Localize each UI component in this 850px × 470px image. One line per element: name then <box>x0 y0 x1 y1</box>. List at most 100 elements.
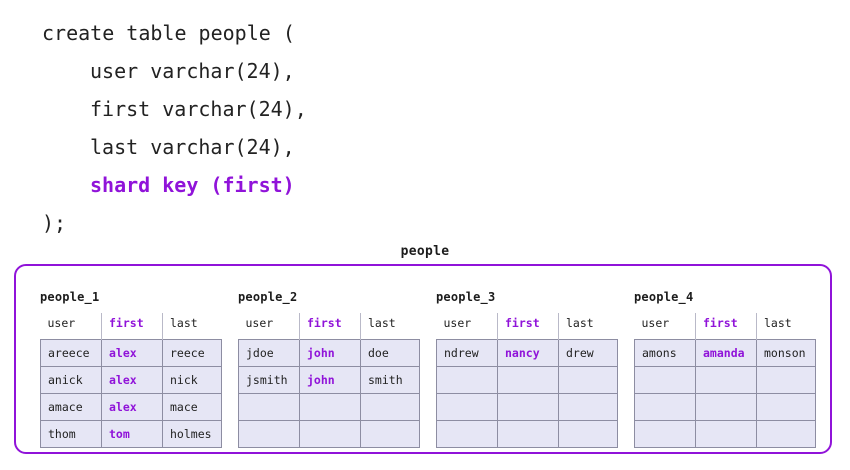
shard-title: people_3 <box>436 290 496 304</box>
column-header-user: user <box>436 313 498 340</box>
table-cell-first: alex <box>101 366 163 394</box>
sql-line-shard-key: shard key (first) <box>90 173 295 197</box>
table-cell-empty <box>695 420 757 448</box>
table-cell-first: alex <box>101 339 163 367</box>
table-row <box>436 393 618 421</box>
table-cell-empty <box>634 366 696 394</box>
table-row <box>238 393 420 421</box>
table-cell-empty <box>238 393 300 421</box>
sql-line: user varchar(24), <box>90 59 295 83</box>
table-cell-empty <box>436 420 498 448</box>
column-header-user: user <box>238 313 300 340</box>
table-cell-user: amons <box>634 339 696 367</box>
table-cell-empty <box>299 393 361 421</box>
table-cell-last: reece <box>162 339 222 367</box>
table-cell-empty <box>634 420 696 448</box>
column-header-last: last <box>368 316 396 330</box>
table-cell-empty <box>695 366 757 394</box>
table-cell-empty <box>497 420 559 448</box>
table-cell-first: nancy <box>497 339 559 367</box>
table-row <box>436 366 618 394</box>
table-cell-empty <box>756 393 816 421</box>
table-cell-user: jdoe <box>238 339 300 367</box>
table-row <box>238 420 420 448</box>
column-header-last: last <box>170 316 198 330</box>
sql-line: first varchar(24), <box>90 97 307 121</box>
table-cell-first: john <box>299 366 361 394</box>
table-cell-user: thom <box>40 420 102 448</box>
column-header-first: first <box>695 313 757 340</box>
table-cell-empty <box>558 366 618 394</box>
table-cell-empty <box>497 393 559 421</box>
shard-title: people_1 <box>40 290 100 304</box>
table-cell-first: john <box>299 339 361 367</box>
table-cell-last: holmes <box>162 420 222 448</box>
table-cell-empty <box>238 420 300 448</box>
column-header-first: first <box>101 313 163 340</box>
sql-line: ); <box>42 211 67 235</box>
table-row <box>634 420 816 448</box>
table-cell-empty <box>756 366 816 394</box>
table-cell-last: mace <box>162 393 222 421</box>
table-cell-first: alex <box>101 393 163 421</box>
table-cell-user: areece <box>40 339 102 367</box>
column-header-user: user <box>634 313 696 340</box>
table-cell-empty <box>695 393 757 421</box>
table-cell-last: smith <box>360 366 420 394</box>
shard-title: people_4 <box>634 290 694 304</box>
table-cell-empty <box>756 420 816 448</box>
table-cell-user: jsmith <box>238 366 300 394</box>
table-cell-empty <box>436 366 498 394</box>
sql-statement-block: create table people ( user varchar(24), fi… <box>42 14 802 242</box>
sql-line: create table people ( <box>42 21 295 45</box>
table-cell-empty <box>558 420 618 448</box>
column-header-last: last <box>566 316 594 330</box>
table-cell-user: anick <box>40 366 102 394</box>
table-cell-last: monson <box>756 339 816 367</box>
people-table-title: people <box>400 244 450 259</box>
table-cell-last: drew <box>558 339 618 367</box>
column-header-last: last <box>764 316 792 330</box>
table-cell-last: doe <box>360 339 420 367</box>
table-cell-first: tom <box>101 420 163 448</box>
table-cell-empty <box>558 393 618 421</box>
table-cell-first: amanda <box>695 339 757 367</box>
table-cell-user: ndrew <box>436 339 498 367</box>
table-row <box>634 393 816 421</box>
column-header-first: first <box>299 313 361 340</box>
sql-line: last varchar(24), <box>90 135 295 159</box>
column-header-user: user <box>40 313 102 340</box>
table-cell-empty <box>634 393 696 421</box>
table-cell-user: amace <box>40 393 102 421</box>
table-cell-empty <box>436 393 498 421</box>
table-cell-last: nick <box>162 366 222 394</box>
table-cell-empty <box>360 393 420 421</box>
shard-title: people_2 <box>238 290 298 304</box>
column-header-first: first <box>497 313 559 340</box>
table-cell-empty <box>360 420 420 448</box>
table-cell-empty <box>299 420 361 448</box>
table-row <box>436 420 618 448</box>
